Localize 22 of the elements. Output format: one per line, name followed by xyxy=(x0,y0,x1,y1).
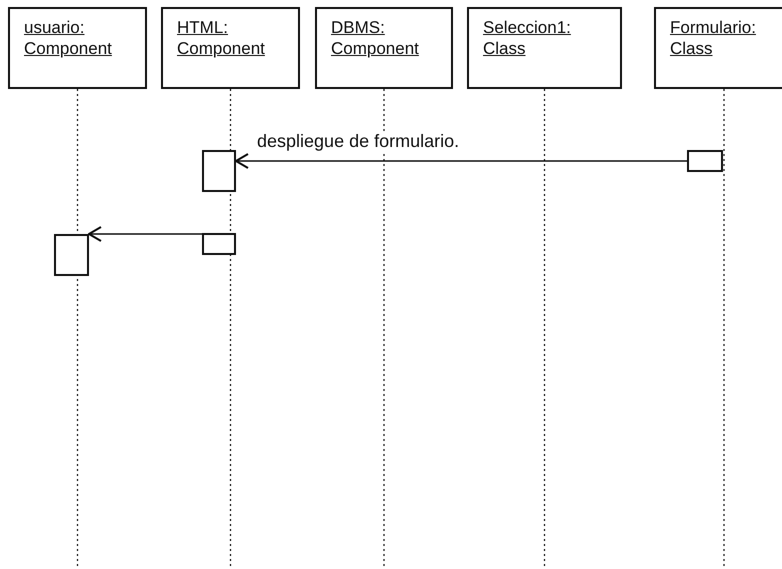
activation-box xyxy=(54,234,89,276)
object-name: usuario: Component xyxy=(24,17,112,59)
object-name: DBMS: Component xyxy=(331,17,419,59)
message-arrow xyxy=(88,226,202,242)
activation-box xyxy=(202,150,236,192)
message-arrow xyxy=(235,153,687,169)
lifeline-header-box xyxy=(8,7,147,89)
lifeline xyxy=(230,89,232,566)
edge-label: despliegue de formulario. xyxy=(257,131,460,151)
lifeline-header-box xyxy=(467,7,622,89)
lifeline-header-box xyxy=(654,7,782,89)
activation-box xyxy=(202,233,236,255)
lifeline-header-box xyxy=(161,7,300,89)
lifeline xyxy=(544,89,546,566)
lifeline xyxy=(76,89,78,566)
lifeline xyxy=(723,89,725,566)
object-name: Formulario: Class xyxy=(670,17,756,59)
lifeline-header-box xyxy=(315,7,453,89)
lifeline xyxy=(383,89,385,566)
object-name: HTML: Component xyxy=(177,17,265,59)
object-name: Seleccion1: Class xyxy=(483,17,571,59)
activation-box xyxy=(687,150,723,172)
